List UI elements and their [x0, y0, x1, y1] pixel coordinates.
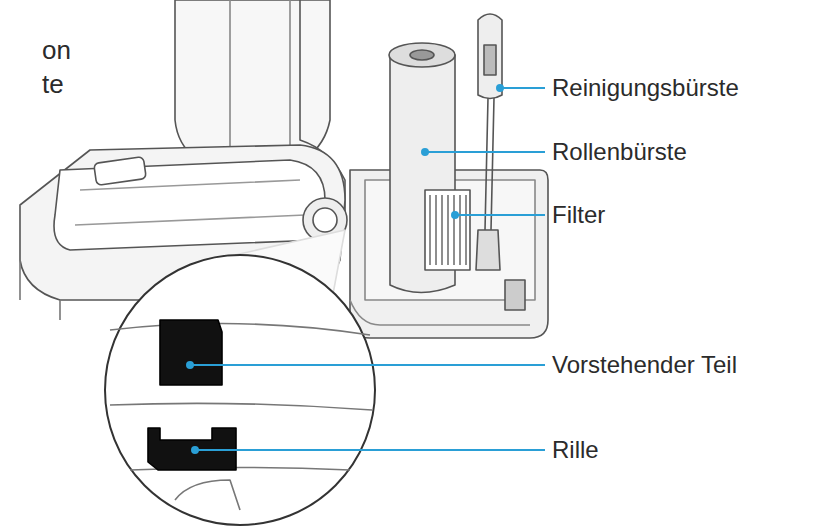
part-label: Vorstehender Teil — [550, 351, 739, 379]
part-label: Rollenbürste — [550, 138, 689, 166]
heading-fragment: on — [40, 36, 73, 64]
heading-fragment: te — [40, 70, 66, 98]
part-label: Filter — [550, 201, 607, 229]
part-label: Rille — [550, 436, 601, 464]
part-label: Reinigungsbürste — [550, 74, 741, 102]
